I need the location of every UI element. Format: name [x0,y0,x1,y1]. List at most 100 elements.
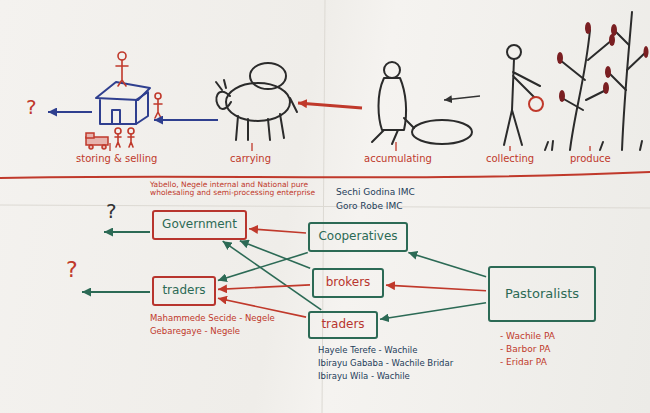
fruit-pods [559,90,565,102]
box-text: Cooperatives [318,230,397,244]
fruit-pods [611,24,617,36]
flow-arrow [154,119,218,121]
flow-arrow [298,103,362,108]
leader-ticks [109,143,110,151]
flow-connector [223,241,322,310]
actor-box: Pastoralists [488,266,596,322]
flow-connector [380,303,486,320]
collecting-person [504,45,540,145]
trees [570,30,590,150]
leader-ticks [509,146,510,151]
truck-icon [86,133,108,149]
note-text: Sechi Godina IMC [336,188,415,198]
truck-icon [89,145,93,149]
collecting-person [507,45,521,59]
box-text: traders [321,318,364,332]
trees [545,12,646,150]
name-list: Ibirayu Wila - Wachile [318,372,410,381]
question-mark: ? [26,96,37,118]
leader-ticks [251,143,252,151]
question-arrow [48,111,92,113]
house-icon [136,92,148,124]
actor-box: Government [152,210,247,240]
stage-label: accumulating [364,153,432,164]
fruit-pods [585,22,591,34]
name-list: - Wachile PA [500,332,555,342]
actor-box: traders [152,276,216,306]
leader-ticks [395,142,396,151]
truck-icon [86,133,94,138]
house-icon [112,110,120,124]
box-text: Pastoralists [505,287,579,302]
stage-label: collecting [486,153,534,164]
flow-arrow [444,96,480,100]
people-figures [118,52,126,60]
pack-animal [236,114,284,140]
house-icon [96,82,150,124]
name-list: - Barbor PA [500,345,550,355]
question-arrow [82,291,150,293]
question-mark: ? [66,258,78,282]
trees [560,40,612,110]
box-text: Government [162,218,237,232]
flow-connector [386,285,486,291]
name-list: Ibirayu Gababa - Wachile Bridar [318,359,453,368]
pack-animal [216,63,297,140]
stage-label: carrying [230,153,271,164]
seated-person [372,130,398,144]
seated-person [404,118,414,128]
seated-person [412,120,472,144]
divider-line [0,172,650,178]
question-arrow [104,231,150,233]
box-text: traders [162,284,205,298]
truck-icon [102,145,106,149]
flow-connector [218,253,308,281]
house-icon [100,100,136,124]
people-figures [115,128,121,134]
seated-person [372,62,472,144]
flow-connector [218,285,310,289]
house-icon [96,82,150,100]
flow-connector [408,253,486,277]
actor-box: traders [308,311,378,339]
stage-label: produce [570,153,611,164]
pack-animal [290,98,297,112]
people-figures [115,52,162,147]
fruit-pods [557,22,649,102]
leader-ticks [589,146,590,151]
box-text: brokers [326,276,371,290]
seated-person [384,62,400,78]
note-text: Yabello, Negele internal and National pu… [150,181,322,198]
trees [608,30,646,90]
trees [545,141,642,150]
name-list: Hayele Terefe - Wachile [318,346,417,355]
leader-ticks [110,142,590,151]
people-figures [116,60,128,86]
name-list: Mahammede Secide - Negele [150,314,275,323]
people-figures [128,128,134,134]
paper-fold [0,205,650,208]
trees [622,12,632,150]
seated-person [379,78,407,130]
note-text: Goro Robe IMC [336,202,403,212]
question-mark: ? [106,200,117,222]
pack-animal [216,92,231,109]
flow-connector [249,229,306,233]
collecting-person [504,59,540,145]
name-list: Gebaregaye - Negele [150,327,240,336]
people-figures [128,134,134,147]
fruit-pods [605,66,611,78]
stage-label: storing & selling [76,153,157,164]
fruit-pods [644,46,649,58]
basket-icon [529,97,543,111]
people-figures [155,93,161,99]
fruit-pods [557,52,563,64]
actor-box: brokers [312,268,384,298]
name-list: - Eridar PA [500,358,547,368]
pack-animal [216,80,226,90]
actor-box: Cooperatives [308,222,408,252]
fruit-pods [603,82,609,94]
